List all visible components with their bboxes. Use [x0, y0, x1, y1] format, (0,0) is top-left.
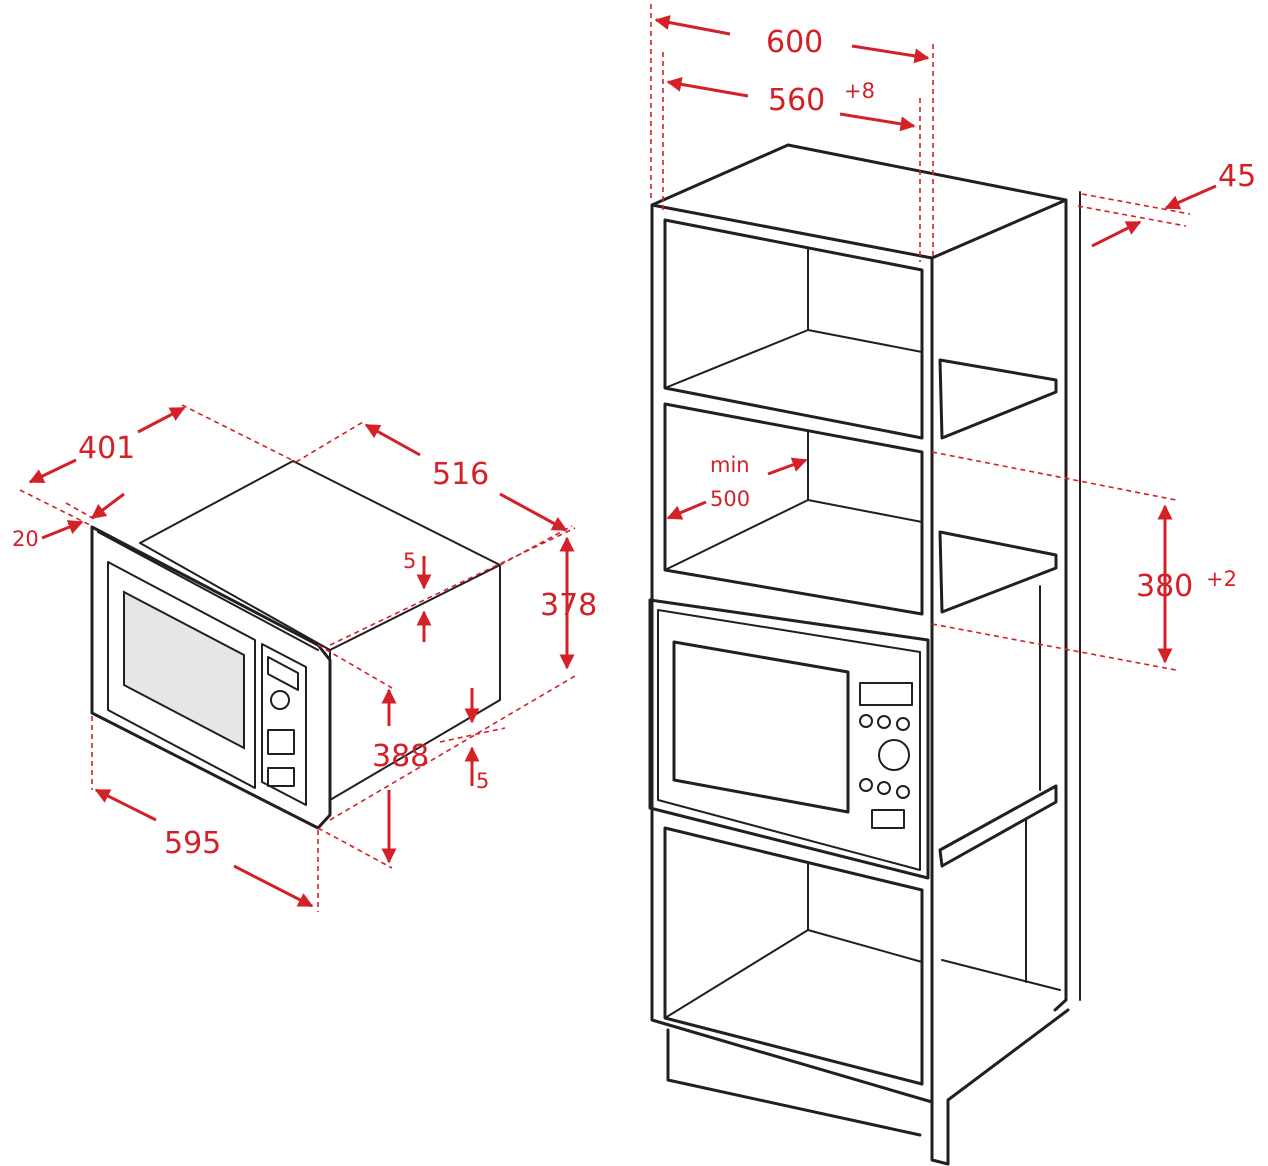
dim-inner-width-tolerance: +8 [844, 79, 875, 103]
microwave-control-panel [261, 643, 307, 806]
dim-body-height: 378 [540, 588, 597, 623]
microwave-knob [270, 690, 290, 710]
built-in-microwave-window [672, 640, 850, 814]
dim-width: 595 [164, 826, 221, 861]
compartment-2 [663, 402, 924, 616]
microwave-drawing [90, 460, 501, 830]
dim-gap-bottom: 5 [476, 769, 489, 793]
microwave-body-side [329, 564, 501, 801]
dim-frame-depth: 401 [78, 431, 135, 466]
built-in-microwave [648, 598, 930, 880]
dim-niche-height: 380 [1136, 569, 1193, 604]
dim-height: 388 [372, 739, 429, 774]
shelf-1 [938, 358, 1058, 440]
dim-min-depth-value: 500 [710, 487, 750, 511]
dim-gap-top: 5 [403, 549, 416, 573]
compartment-1 [663, 218, 924, 440]
dim-wall-gap: 45 [1218, 159, 1256, 194]
cabinet-dimensions: 600 560 +8 45 min 500 380 +2 [650, 4, 1256, 671]
shelf-2 [938, 530, 1058, 614]
microwave-window [123, 590, 245, 750]
cabinet-drawing [648, 143, 1081, 1166]
dim-inner-width: 560 [768, 83, 825, 118]
microwave-door [107, 561, 256, 789]
dim-frame-thickness: 20 [12, 527, 39, 551]
built-in-microwave-knob [878, 739, 910, 771]
dim-depth: 516 [432, 457, 489, 492]
compartment-bottom [663, 826, 924, 1086]
dim-outer-width: 600 [766, 25, 823, 60]
dim-niche-height-tolerance: +2 [1206, 567, 1237, 591]
cabinet-top [650, 143, 1068, 260]
dim-min-depth-label: min [710, 453, 750, 477]
cabinet-side-wall [1053, 198, 1068, 1012]
built-in-microwave-display [859, 682, 913, 706]
microwave-dimensions: 401 516 20 378 5 388 5 [12, 404, 597, 912]
shelf-3 [938, 784, 1058, 868]
microwave-display [267, 656, 299, 691]
